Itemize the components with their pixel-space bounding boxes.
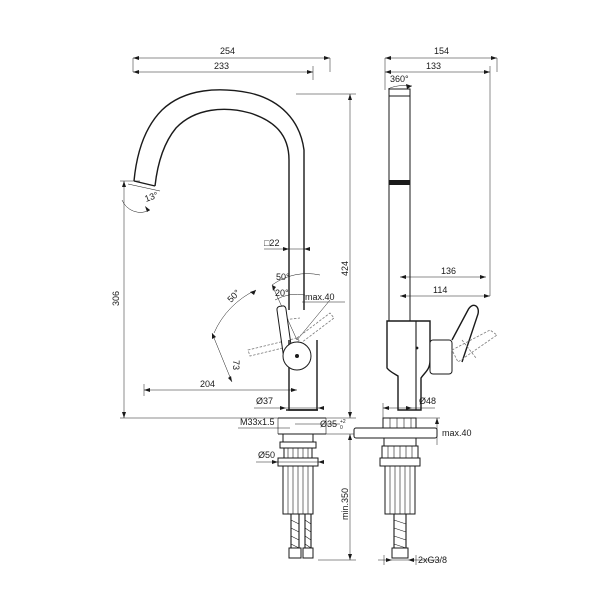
dim-thread: M33x1.5 xyxy=(238,417,290,429)
dim-overall-height: 424 xyxy=(296,93,356,419)
label-min-length: min.350 xyxy=(340,488,350,520)
label-hole-tolerance: +2 xyxy=(340,419,346,425)
worktop-front xyxy=(277,417,327,435)
dim-body-diameter: Ø37 xyxy=(254,396,324,410)
label-spout-height: 306 xyxy=(111,291,121,306)
label-body-diameter: Ø37 xyxy=(256,396,273,406)
label-base-diameter: Ø48 xyxy=(419,396,436,406)
label-spout-offset: 133 xyxy=(426,61,441,71)
tap-body-side xyxy=(386,304,498,411)
worktop-side xyxy=(353,417,438,439)
label-lever-angle-3: 50° xyxy=(225,287,242,304)
front-view: 254 233 13° xyxy=(111,46,356,561)
label-washer-diameter: Ø50 xyxy=(258,450,275,460)
lever-angles: 50° 20° 50° xyxy=(213,272,331,341)
dim-spout-section: □22 xyxy=(264,238,310,251)
mounting-nut-side xyxy=(379,437,421,467)
label-worktop-thickness: max.40 xyxy=(442,428,472,438)
label-lever-depth: 136 xyxy=(441,266,456,276)
label-spout-angle: 13° xyxy=(143,190,160,204)
label-spout-section: □22 xyxy=(264,238,279,248)
label-lever-offset: 114 xyxy=(433,285,447,295)
dim-worktop-thickness: max.40 xyxy=(416,417,472,445)
label-thread: M33x1.5 xyxy=(240,417,275,427)
spout-column-side xyxy=(388,88,411,322)
tap-body xyxy=(282,340,318,411)
dim-lever-reach: 204 xyxy=(143,379,297,396)
mounting-nut-front xyxy=(277,433,319,467)
dim-spout-height: 306 xyxy=(111,180,295,419)
dim-overall-width: 254 xyxy=(132,46,331,72)
label-lever-length: 73 xyxy=(231,360,241,370)
dim-swivel: 360° xyxy=(387,74,413,90)
label-swivel: 360° xyxy=(390,74,409,84)
dim-lever-clearance: max.40 xyxy=(302,292,345,303)
dim-connection: 2xG3/8 xyxy=(378,555,447,565)
dim-spout-offset: 133 xyxy=(385,61,491,296)
svg-text:0: 0 xyxy=(340,425,343,431)
dim-lever-depth: 136 xyxy=(400,266,486,279)
label-overall-width: 254 xyxy=(220,46,235,56)
label-lever-reach: 204 xyxy=(200,379,215,389)
label-lever-clearance: max.40 xyxy=(305,292,335,302)
dim-hole-diameter: Ø35 +2 0 xyxy=(295,419,346,431)
spout-gooseneck xyxy=(127,89,305,310)
label-spout-reach: 233 xyxy=(214,61,229,71)
dim-spout-angle: 13° xyxy=(121,190,160,213)
label-hole-diameter: Ø35 xyxy=(320,419,337,429)
threaded-shank-front xyxy=(282,465,314,559)
dim-lever-length: 73 xyxy=(211,332,241,383)
dim-min-length: min.350 xyxy=(318,433,356,561)
dim-spout-reach: 233 xyxy=(133,61,314,80)
label-overall-height: 424 xyxy=(340,261,350,276)
dim-overall-depth: 154 xyxy=(384,46,498,90)
label-overall-depth: 154 xyxy=(434,46,449,56)
threaded-shank-side xyxy=(384,465,416,559)
side-view: 154 133 360° 136 xyxy=(353,46,498,565)
dim-washer-diameter: Ø50 xyxy=(256,450,324,464)
label-lever-angle-1: 50° xyxy=(276,272,290,282)
dim-lever-offset: 114 xyxy=(400,285,490,298)
dim-base-diameter: Ø48 xyxy=(382,396,436,418)
label-connection: 2xG3/8 xyxy=(418,555,447,565)
label-lever-angle-2: 20° xyxy=(275,288,289,298)
